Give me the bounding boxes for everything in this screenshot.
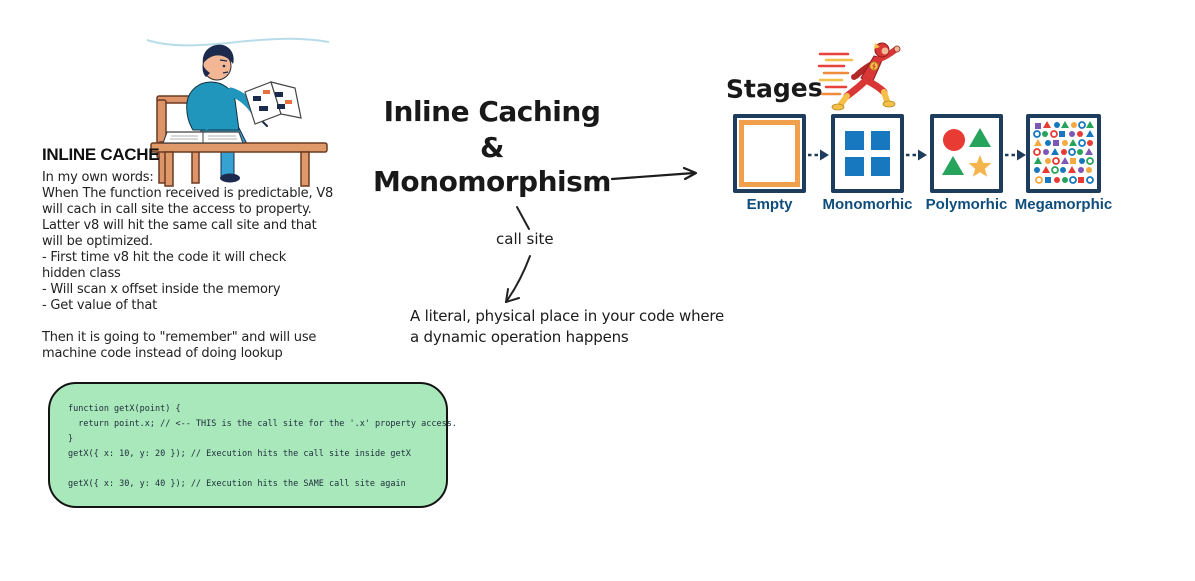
stage-box-polymorphic [930,114,1003,193]
many-scattered-shapes-icon [1033,121,1094,184]
stage-label-empty: Empty [746,196,793,213]
uniform-squares-icon [845,131,890,176]
stage-label-megamorphic: Megamorphic [1014,196,1113,213]
stage-box-empty [733,114,806,193]
code-snippet: function getX(point) { return point.x; /… [68,404,457,489]
page-title-line3: Monomorphism [373,165,611,198]
callsite-to-definition-arrow [505,255,531,303]
speed-lines [817,52,854,96]
person-arm-left [192,96,211,130]
stage-label-polymorphic: Polymorhic [925,196,1008,213]
notes-heading: INLINE CACHE [42,145,160,164]
dashed-arrow-icon [808,149,829,161]
flash-runner-illustration [817,42,901,111]
person-head [202,44,234,81]
page-title-line1: Inline Caching [383,95,601,128]
held-magazine [244,81,302,125]
stage-box-megamorphic [1026,114,1101,193]
notes-body: In my own words: When The function recei… [42,170,334,361]
flash-figure [831,42,901,111]
stage-box-monomorphic [831,114,904,193]
title-to-stages-arrow [610,166,698,181]
stage-label-monomorphic: Monomorhic [822,196,913,213]
dashed-arrow-icon [1005,149,1026,161]
stages-heading: Stages [725,73,823,104]
desk-illustration [150,142,328,187]
person-reading-at-desk-illustration [146,37,330,187]
callsite-definition: A literal, physical place in your code w… [410,307,725,346]
callsite-label: call site [496,230,554,248]
title-to-callsite-connector [516,206,530,230]
mixed-shapes-icon [942,128,992,177]
dashed-arrow-icon [906,149,927,161]
empty-square-icon [739,120,800,187]
teal-swoosh-line [146,37,330,47]
open-book-on-desk [162,131,244,144]
code-card: function getX(point) { return point.x; /… [48,382,457,508]
page-title-ampersand: & [480,131,504,164]
